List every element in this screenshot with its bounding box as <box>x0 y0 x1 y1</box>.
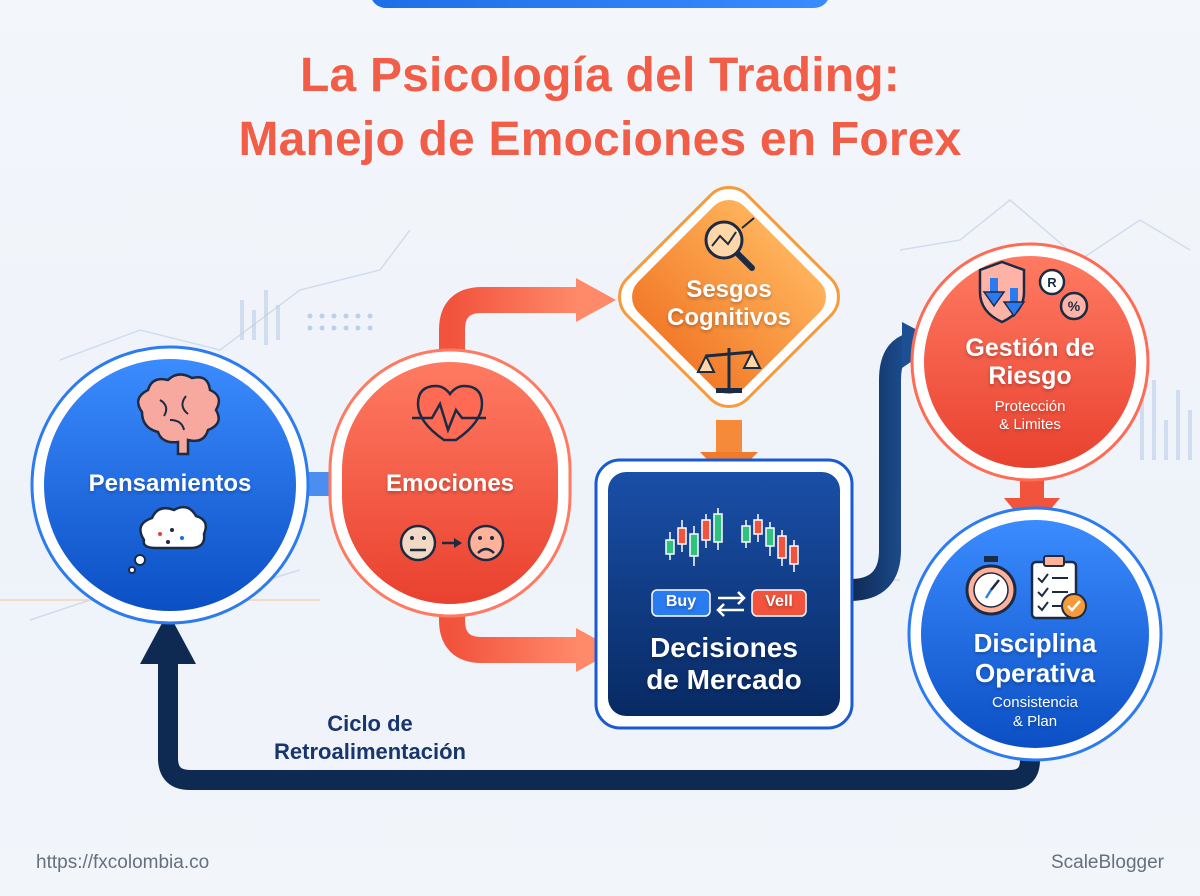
disciplina-sub-line-2: & Plan <box>1012 713 1058 730</box>
arrow-decisiones-gestion <box>849 333 915 601</box>
brain-icon <box>136 373 221 456</box>
gestion-sub-line-2: & Limites <box>999 416 1061 433</box>
gestion-label-line-1: Gestión de <box>965 334 1095 362</box>
feedback-arrowhead <box>140 612 196 664</box>
page-title-line-2: Manejo de Emociones en Forex <box>238 113 962 166</box>
svg-text:R: R <box>1047 275 1057 290</box>
feedback-label-line-1: Ciclo de <box>327 711 413 736</box>
footer-brand: ScaleBlogger <box>1050 852 1164 873</box>
disciplina-label-line-1: Disciplina <box>973 628 1097 658</box>
node-pensamientos <box>44 359 296 611</box>
disciplina-label-line-2: Operativa <box>975 658 1095 688</box>
sell-badge <box>751 589 807 617</box>
sell-label: Vell <box>765 593 793 610</box>
sesgos-label-line-1: Sesgos <box>686 276 772 303</box>
percent-badge-icon: R % <box>1038 268 1089 321</box>
feedback-label-line-2: Retroalimentación <box>274 739 466 764</box>
top-accent-bar <box>370 0 830 8</box>
swap-arrows-icon <box>716 591 746 617</box>
svg-text:%: % <box>1068 298 1081 314</box>
decisiones-label-line-1: Decisiones <box>650 632 798 663</box>
gestion-label-line-2: Riesgo <box>988 362 1072 390</box>
pensamientos-label: Pensamientos <box>88 470 252 497</box>
node-sesgos <box>632 200 826 394</box>
heartbeat-icon <box>412 384 486 442</box>
emociones-label: Emociones <box>385 470 515 497</box>
stopwatch-icon <box>965 556 1017 616</box>
arrow-emo-decisiones <box>439 590 580 663</box>
buy-badge <box>651 589 711 617</box>
sesgos-label-line-2: Cognitivos <box>667 304 791 331</box>
gestion-sub-line-1: Protección <box>994 398 1066 415</box>
checklist-icon <box>1030 555 1087 620</box>
thought-bubble-icon <box>128 505 207 574</box>
decisiones-label-line-2: de Mercado <box>646 664 802 695</box>
arrow-emo-sesgos <box>439 287 580 375</box>
page-title-line-1: La Psicología del Trading: <box>300 49 900 102</box>
magnifier-chart-icon <box>704 217 755 271</box>
disciplina-sub-line-1: Consistencia <box>992 694 1078 711</box>
arrow-sesgos-decisiones <box>716 420 742 456</box>
buy-label: Buy <box>665 593 697 610</box>
shield-down-icon <box>978 260 1026 324</box>
balance-scale-icon <box>696 348 762 393</box>
footer-url[interactable]: https://fxcolombia.co <box>36 852 210 873</box>
mood-change-icon <box>399 524 505 562</box>
feedback-loop-arrow <box>158 660 1040 790</box>
candlestick-icon <box>665 508 799 572</box>
